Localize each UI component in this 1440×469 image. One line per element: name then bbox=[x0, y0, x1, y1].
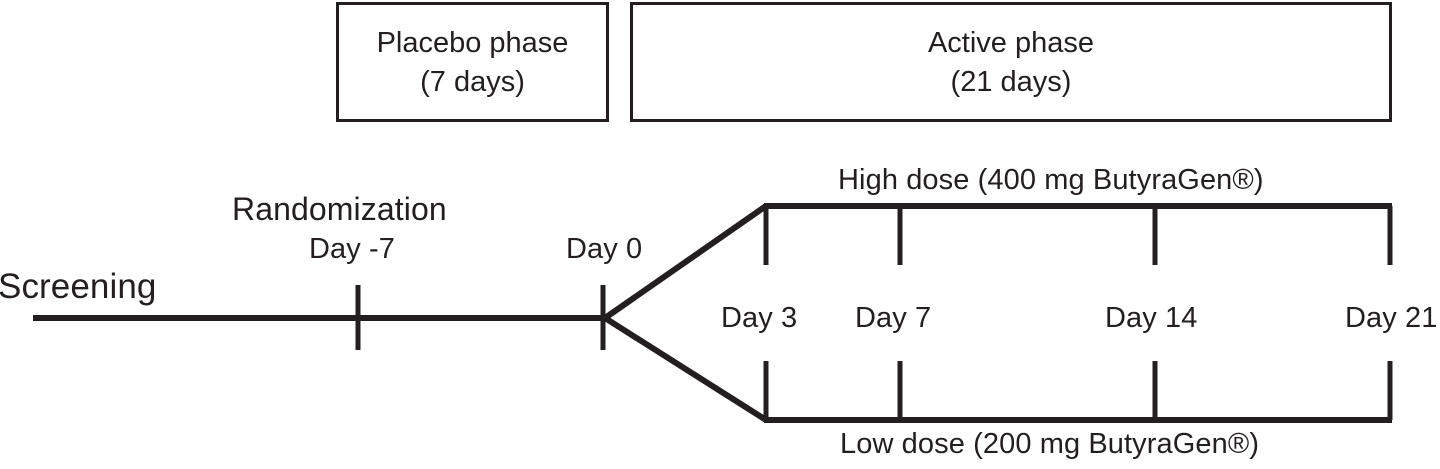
visit-label-day14: Day 14 bbox=[1105, 302, 1198, 334]
active-phase-label: Active phase (21 days) bbox=[630, 24, 1392, 102]
placebo-phase-box bbox=[336, 2, 609, 122]
randomization-label: Randomization bbox=[232, 191, 447, 227]
placebo-phase-duration: (7 days) bbox=[420, 66, 525, 99]
day-0-label: Day 0 bbox=[566, 233, 643, 265]
visit-label-day21: Day 21 bbox=[1345, 302, 1438, 334]
active-phase-title: Active phase bbox=[927, 27, 1095, 59]
branch-line-high-dose bbox=[603, 203, 768, 321]
high-dose-arm-label: High dose (400 mg ButyraGen®) bbox=[838, 164, 1264, 196]
placebo-phase-title: Placebo phase bbox=[376, 27, 569, 59]
low-dose-arm-label: Low dose (200 mg ButyraGen®) bbox=[840, 428, 1260, 460]
branch-line-low-dose bbox=[603, 315, 768, 423]
day-minus-7-label: Day -7 bbox=[309, 233, 396, 265]
visit-label-day3: Day 3 bbox=[721, 302, 798, 334]
placebo-phase-label: Placebo phase (7 days) bbox=[336, 24, 609, 102]
active-phase-box bbox=[630, 2, 1392, 122]
screening-label: Screening bbox=[0, 267, 157, 306]
active-phase-duration: (21 days) bbox=[950, 66, 1072, 99]
visit-label-day7: Day 7 bbox=[855, 302, 932, 334]
